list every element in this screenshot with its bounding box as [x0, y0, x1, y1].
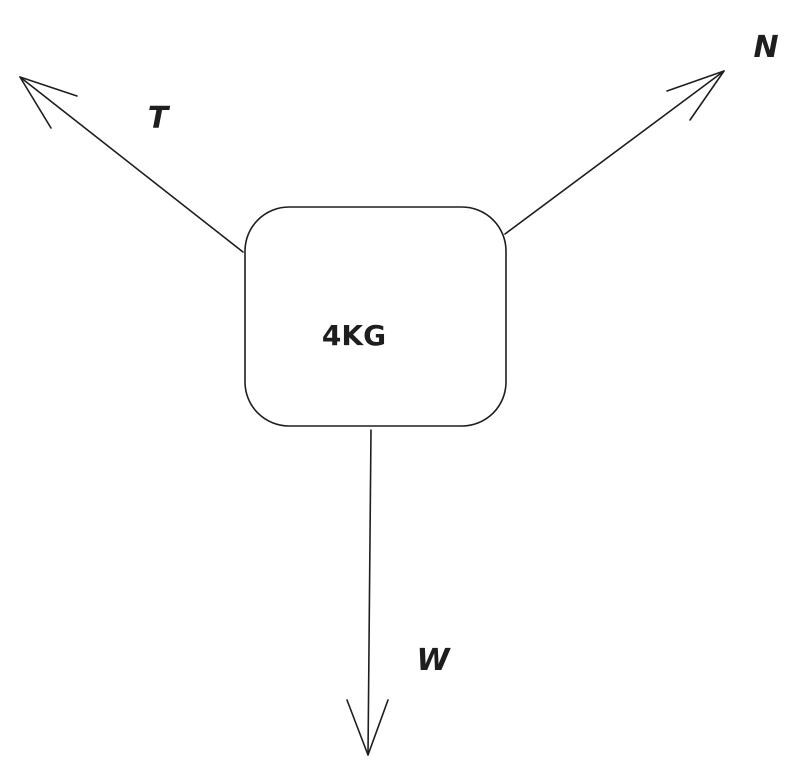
tension-arrow-shaft — [19, 76, 244, 253]
tension-arrow — [19, 76, 244, 253]
weight-arrow-head — [346, 699, 389, 756]
mass-label: 4KG — [322, 319, 386, 352]
weight-arrow-shaft — [367, 429, 372, 756]
normal-arrow-shaft — [504, 70, 725, 235]
weight-arrow — [346, 429, 389, 756]
normal-label: N — [753, 30, 778, 65]
normal-arrow-head — [666, 70, 725, 121]
tension-label: T — [148, 101, 171, 136]
normal-arrow — [504, 70, 725, 235]
mass-box — [244, 206, 507, 427]
weight-label: W — [416, 643, 451, 678]
tension-arrow-head — [19, 76, 78, 129]
